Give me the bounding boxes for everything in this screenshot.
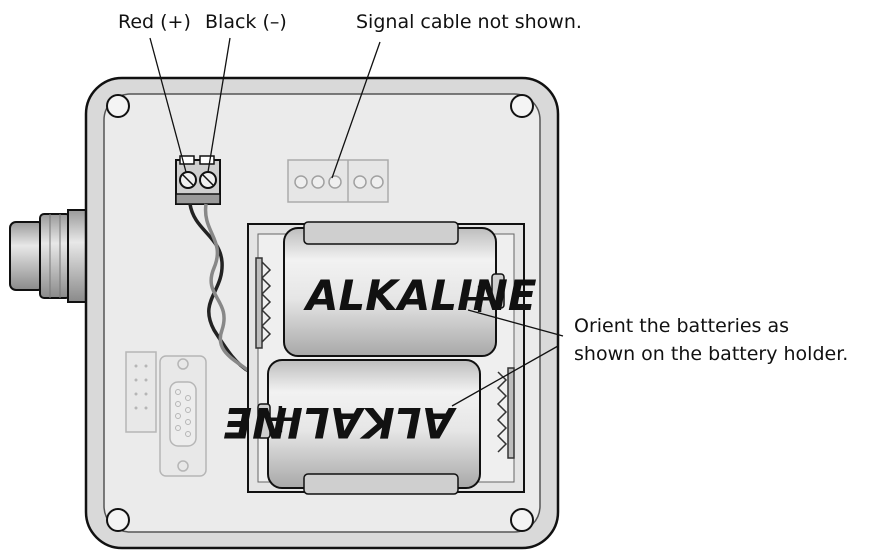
callout-lines [149,37,564,407]
pin-header-connector [125,351,157,433]
corner-screw-top-right [510,94,534,118]
callout-orient-line1: Orient the batteries as [574,315,789,337]
callout-red-terminal: Red (+) [118,11,191,33]
battery-top-label: ALKALINE [303,271,537,320]
battery-bottom-label: ALKALINE [223,398,457,447]
battery-bottom-plus: + [263,396,298,445]
battery-bottom: ALKALINE + [223,359,481,495]
callout-black-terminal: Black (–) [205,11,287,33]
corner-screw-bottom-right [510,508,534,532]
signal-terminal-block [287,159,389,203]
callout-orient-line2: shown on the battery holder. [574,343,848,365]
battery-spring-bottom [496,367,515,459]
battery-wires [188,203,252,374]
db9-serial-connector [159,355,207,477]
battery-top-plus: + [462,273,497,322]
corner-screw-bottom-left [106,508,130,532]
corner-screw-top-left [106,94,130,118]
power-terminal-block [175,155,221,205]
battery-spring-top [255,257,272,349]
battery-top: ALKALINE + [283,221,537,357]
callout-signal-cable: Signal cable not shown. [356,11,582,33]
